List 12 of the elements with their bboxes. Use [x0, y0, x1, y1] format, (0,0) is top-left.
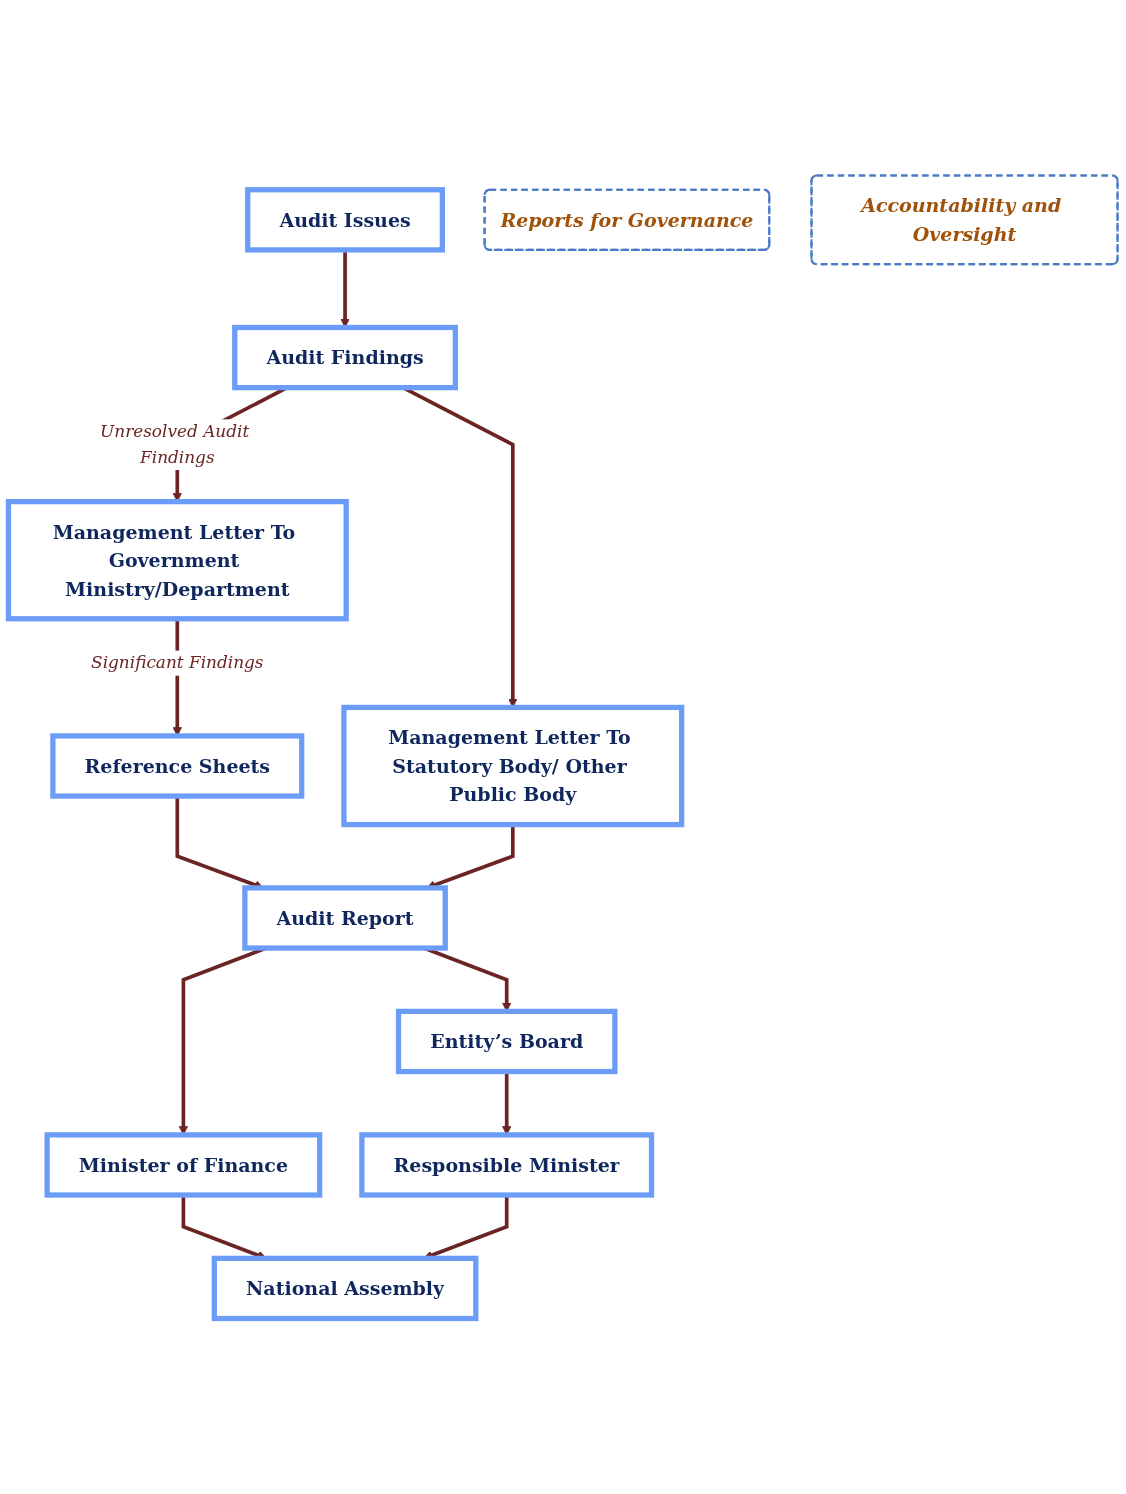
node-box: Audit Findings: [232, 324, 458, 391]
node-box: Reference Sheets: [50, 733, 305, 799]
node-box: Minister of Finance: [44, 1132, 323, 1198]
node-box: National Assembly: [211, 1255, 479, 1322]
edge-label: Significant Findings: [91, 652, 264, 673]
node-box: Entity’s Board: [395, 1008, 618, 1075]
node-box: Responsible Minister: [359, 1132, 655, 1198]
node-box: Management Letter To Government Ministry/Department: [5, 499, 349, 622]
node-box: Audit Issues: [245, 187, 445, 253]
edge-label: Unresolved Audit Findings: [100, 421, 250, 467]
node-box: Management Letter To Statutory Body/ Other Public Body: [341, 704, 685, 828]
node-box: Audit Report: [242, 885, 448, 951]
